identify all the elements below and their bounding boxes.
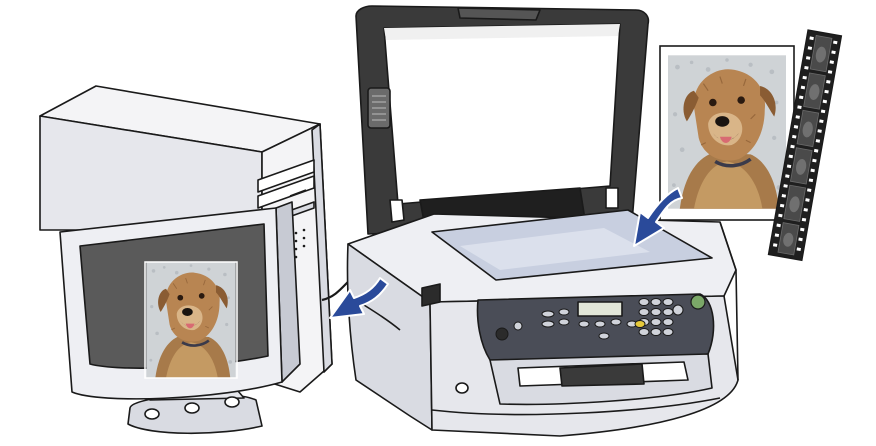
panel-button xyxy=(542,321,554,327)
round-button xyxy=(496,328,508,340)
round-button xyxy=(514,322,522,330)
panel-button xyxy=(599,333,609,339)
power-button xyxy=(691,295,705,309)
stop-button xyxy=(673,305,683,315)
panel-button xyxy=(611,319,621,325)
monitor-button-3 xyxy=(225,397,239,407)
monitor-button-1 xyxy=(145,409,159,419)
start-button xyxy=(635,321,645,328)
lcd-display xyxy=(578,302,622,316)
panel-button xyxy=(559,309,569,315)
monitor-button-2 xyxy=(185,403,199,413)
panel-button xyxy=(559,319,569,325)
panel-button xyxy=(579,321,589,327)
panel-button xyxy=(542,311,554,317)
panel-button xyxy=(595,321,605,327)
screen-dog-photo xyxy=(145,262,237,378)
